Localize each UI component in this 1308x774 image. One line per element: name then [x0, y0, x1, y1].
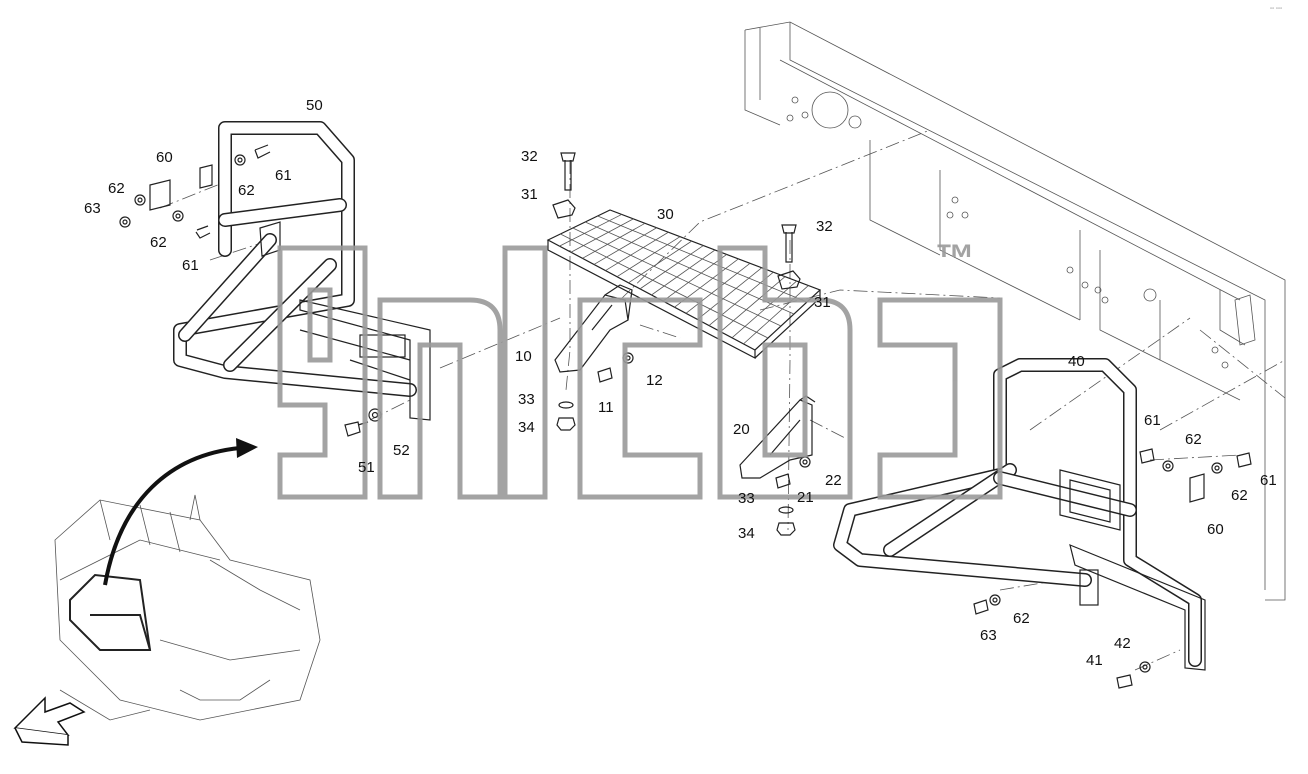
callout-11: 11 — [598, 399, 614, 416]
callout-20: 20 — [733, 421, 750, 438]
callout-22: 22 — [825, 472, 842, 489]
callout-21: 21 — [797, 489, 814, 506]
callout-42: 42 — [1114, 635, 1131, 652]
grating-bar — [628, 240, 692, 284]
callout-60-left: 60 — [156, 149, 173, 166]
callout-34-right: 34 — [738, 525, 755, 542]
grating-bar — [743, 285, 809, 345]
right-mount-bracket — [973, 448, 1252, 689]
callout-52: 52 — [393, 442, 410, 459]
grating-bar — [559, 214, 622, 247]
machine-inset-sketch — [54, 494, 321, 721]
callout-30: 30 — [657, 206, 674, 223]
callout-40: 40 — [1068, 353, 1085, 370]
grating-bar — [582, 222, 646, 259]
callout-61-right-b: 61 — [1260, 472, 1277, 489]
callout-10: 10 — [515, 348, 532, 365]
machine-frame — [744, 21, 1286, 601]
grating-bar — [593, 227, 657, 265]
callout-62-left-c: 62 — [238, 182, 255, 199]
grating-bar — [662, 254, 727, 302]
callout-31-right: 31 — [814, 294, 831, 311]
callout-33-right: 33 — [738, 490, 755, 507]
left-handrail — [173, 121, 431, 421]
callout-32-left: 32 — [521, 148, 538, 165]
callout-63-left: 63 — [84, 200, 101, 217]
grating-bar — [639, 245, 704, 290]
corner-code: ▫▫ ▫▫▫ — [1270, 6, 1282, 12]
curved-arrow — [103, 438, 258, 586]
washers-and-nuts — [556, 401, 796, 536]
grating-bar — [605, 231, 669, 271]
grating-bar — [731, 280, 797, 339]
callout-41: 41 — [1086, 652, 1103, 669]
grating-bar — [651, 249, 716, 296]
support-bracket-10 — [554, 284, 634, 383]
callout-12: 12 — [646, 372, 663, 389]
callout-61-right-a: 61 — [1144, 412, 1161, 429]
watermark-trademark: ™ — [935, 237, 975, 281]
view-direction-arrow — [13, 696, 86, 746]
grating-bar — [570, 218, 634, 253]
callout-50: 50 — [306, 97, 323, 114]
watermark: ™ — [277, 237, 1003, 500]
callout-51: 51 — [358, 459, 375, 476]
grating-bar — [720, 276, 786, 332]
callout-34-left: 34 — [518, 419, 535, 436]
callout-61-left-a: 61 — [275, 167, 292, 184]
grating-step — [546, 209, 822, 359]
grating-bar — [697, 267, 762, 320]
callout-31-left: 31 — [521, 186, 538, 203]
callout-62-right-a: 62 — [1185, 431, 1202, 448]
callout-61-left-b: 61 — [182, 257, 199, 274]
callout-32-right: 32 — [816, 218, 833, 235]
callout-63-right: 63 — [980, 627, 997, 644]
callout-62-left-a: 62 — [108, 180, 125, 197]
callout-60-right: 60 — [1207, 521, 1224, 538]
callout-labels: 50 60 62 63 62 62 61 61 52 51 32 31 30 1… — [84, 97, 1277, 669]
callout-62-left-b: 62 — [150, 234, 167, 251]
grating-bar — [616, 236, 681, 278]
callout-33-left: 33 — [518, 391, 535, 408]
clip-and-bolt-set — [552, 152, 801, 290]
callout-62-right-c: 62 — [1013, 610, 1030, 627]
left-mount-bracket — [119, 144, 271, 239]
callout-62-right-b: 62 — [1231, 487, 1248, 504]
